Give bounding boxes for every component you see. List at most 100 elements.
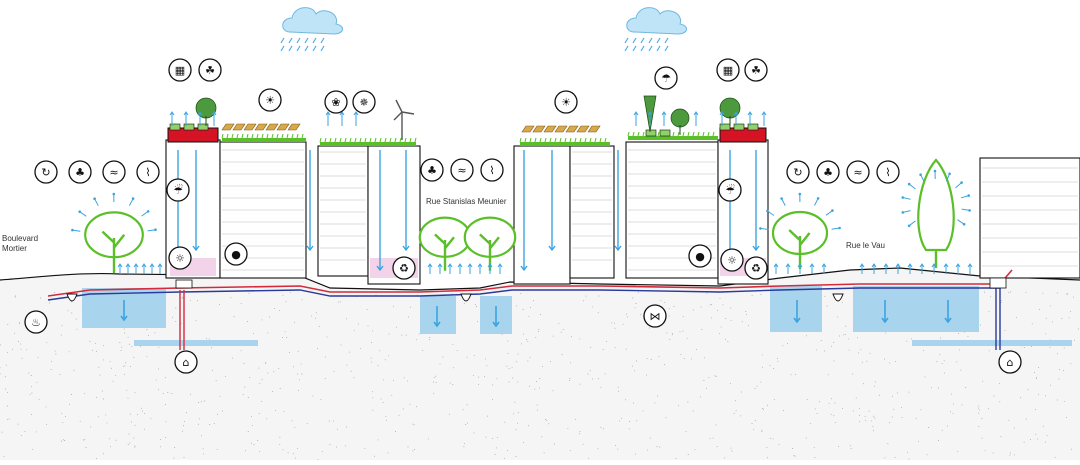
soil-dot — [1055, 457, 1056, 458]
evapotranspiration-arrow-head — [817, 197, 820, 200]
soil-dot — [124, 365, 125, 366]
soil-dot — [329, 444, 330, 445]
infiltration-basin — [420, 296, 456, 334]
soil-dot — [889, 362, 890, 363]
soil-dot — [770, 438, 771, 439]
soil-dot — [779, 444, 780, 445]
grass-blade — [272, 134, 273, 138]
soil-dot — [379, 350, 380, 351]
soil-dot — [507, 450, 508, 451]
soil-dot — [100, 375, 101, 376]
soil-dot — [884, 359, 885, 360]
soil-dot — [67, 310, 68, 311]
soil-dot — [84, 393, 85, 394]
soil-dot — [787, 343, 788, 344]
soil-dot — [931, 387, 932, 388]
soil-dot — [722, 304, 723, 305]
geothermal-house-icon: ⌂ — [999, 351, 1021, 373]
soil-dot — [463, 409, 464, 410]
soil-dot — [843, 334, 844, 335]
rain-cloud-icon — [625, 8, 687, 51]
soil-dot — [474, 355, 475, 356]
roof-elements — [170, 96, 758, 146]
soil-dot — [95, 343, 96, 344]
soil-dot — [1050, 347, 1051, 348]
tree-icon-glyph: ♣ — [823, 166, 833, 179]
ventilation-icon-glyph: ↻ — [41, 166, 50, 179]
soil-dot — [198, 402, 199, 403]
soil-dot — [521, 343, 522, 344]
soil-dot — [267, 332, 268, 333]
fire-icon-glyph: ♨ — [31, 316, 41, 329]
heat-waves-icon-glyph: ≈ — [109, 166, 118, 179]
soil-dot — [687, 338, 688, 339]
soil-dot — [251, 443, 252, 444]
soil-dot — [814, 457, 815, 458]
soil-dot — [984, 292, 985, 293]
soil-dot — [651, 359, 652, 360]
soil-dot — [126, 390, 127, 391]
infiltration-basin — [853, 286, 979, 332]
soil-dot — [694, 449, 695, 450]
soil-dot — [936, 361, 937, 362]
soil-dot — [38, 357, 39, 358]
soil-dot — [211, 347, 212, 348]
grass-blade — [560, 138, 561, 142]
soil-dot — [315, 318, 316, 319]
soil-dot — [71, 394, 72, 395]
solar-panel — [233, 124, 245, 130]
soil-dot — [73, 370, 74, 371]
grass-blade — [633, 132, 634, 136]
grass-blade — [252, 134, 253, 138]
grass-blade — [232, 134, 233, 138]
soil-dot — [1010, 455, 1011, 456]
soil-dot — [408, 317, 409, 318]
soil-dot — [626, 349, 627, 350]
soil-dot — [254, 444, 255, 445]
soil-dot — [725, 318, 726, 319]
soil-dot — [664, 302, 665, 303]
soil-dot — [15, 297, 16, 298]
grass-blade — [600, 138, 601, 142]
soil-dot — [686, 431, 687, 432]
soil-dot — [416, 339, 417, 340]
soil-dot — [982, 438, 983, 439]
soil-dot — [201, 435, 202, 436]
soil-dot — [514, 402, 515, 403]
soil-dot — [241, 303, 242, 304]
soil-dot — [395, 431, 396, 432]
soil-dot — [199, 418, 200, 419]
soil-dot — [135, 445, 136, 446]
soil-dot — [368, 325, 369, 326]
solar-panel — [555, 126, 567, 132]
soil-dot — [842, 302, 843, 303]
soil-dot — [873, 430, 874, 431]
soil-dot — [848, 338, 849, 339]
soil-dot — [623, 324, 624, 325]
grass-blade — [713, 132, 714, 136]
soil-dot — [680, 354, 681, 355]
grass-blade — [540, 138, 541, 142]
soil-dot — [407, 381, 408, 382]
evapotranspiration-arrow-head — [132, 197, 135, 200]
soil-dot — [863, 383, 864, 384]
soil-dot — [181, 323, 182, 324]
soil-dot — [265, 363, 266, 364]
solar-panel-icon: ☀ — [259, 89, 281, 111]
soil-dot — [617, 449, 618, 450]
soil-dot — [442, 357, 443, 358]
soil-dot — [297, 374, 298, 375]
solar-panel — [566, 126, 578, 132]
soil-dot — [61, 413, 62, 414]
sun-icon: ☼ — [721, 249, 743, 271]
soil-dot — [993, 452, 994, 453]
grass-blade — [247, 134, 248, 138]
soil-dot — [1010, 292, 1011, 293]
soil-dot — [760, 382, 761, 383]
soil-dot — [1059, 379, 1060, 380]
grass-blade — [292, 134, 293, 138]
soil-dot — [358, 324, 359, 325]
soil-dot — [234, 316, 235, 317]
soil-dot — [908, 392, 909, 393]
soil-dot — [638, 292, 639, 293]
